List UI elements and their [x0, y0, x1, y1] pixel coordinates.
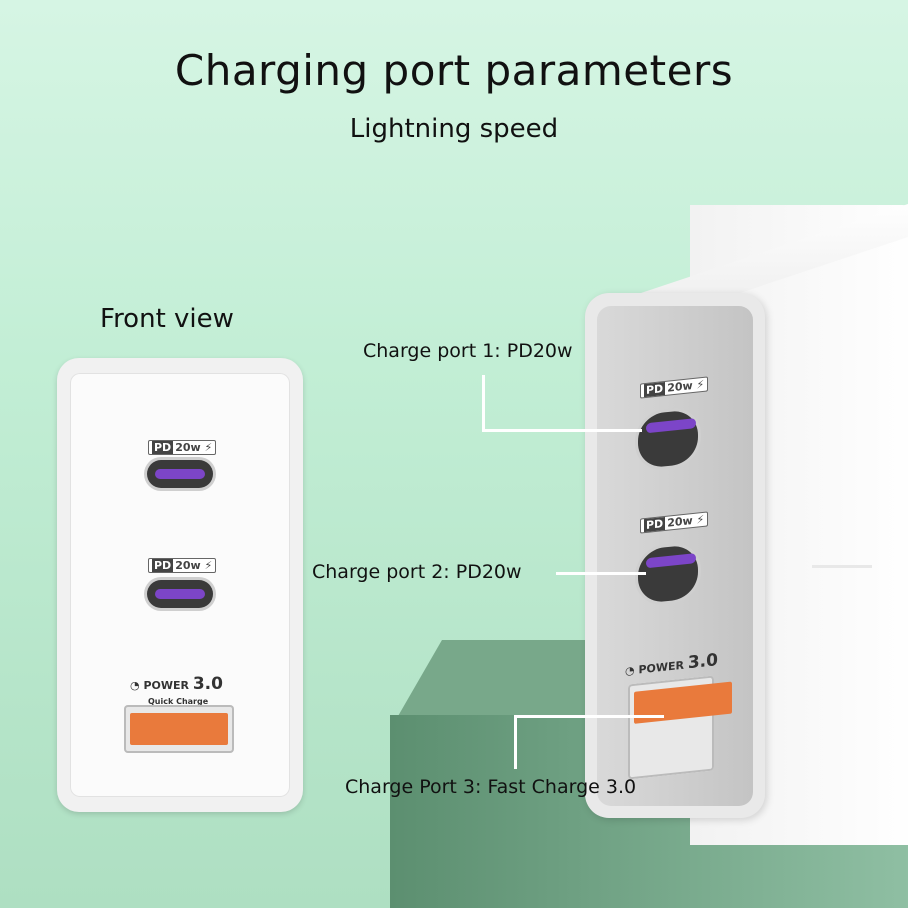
bolt-icon: ⚡ — [696, 512, 705, 527]
quick-charge-icon: ◔ — [130, 679, 140, 692]
front-view-label: Front view — [100, 304, 234, 334]
qc-version: 3.0 — [192, 674, 223, 694]
pd-badge-prefix: PD — [644, 381, 666, 398]
usb-c-port-2 — [147, 580, 213, 608]
usb-a-port — [124, 705, 234, 753]
usb-c-port-1 — [147, 460, 213, 488]
pd-badge-prefix: PD — [152, 441, 174, 454]
callout-port-2: Charge port 2: PD20w — [312, 561, 522, 583]
bolt-icon: ⚡ — [696, 377, 705, 392]
pd-badge-value: 20w — [175, 559, 201, 572]
bolt-icon: ⚡ — [204, 559, 213, 572]
pd-badge-value: 20w — [667, 379, 693, 395]
callout-line-1-vertical — [482, 375, 485, 431]
pd-badge-prefix: PD — [644, 516, 666, 533]
page-subtitle: Lightning speed — [349, 114, 559, 144]
callout-line-3-horizontal — [514, 715, 664, 718]
angled-usb-a-port — [628, 675, 714, 780]
quick-charge-badge: ◔ POWER 3.0 Quick Charge — [130, 674, 223, 707]
callout-port-1: Charge port 1: PD20w — [363, 340, 573, 362]
callout-line-2 — [556, 572, 646, 575]
pd-badge-value: 20w — [175, 441, 201, 454]
callout-port-3: Charge Port 3: Fast Charge 3.0 — [345, 776, 637, 798]
side-bolt-mark — [812, 565, 872, 568]
pd-badge-prefix: PD — [152, 559, 174, 572]
page-title: Charging port parameters — [174, 46, 734, 95]
bolt-icon: ⚡ — [204, 441, 213, 454]
qc-power-text: POWER — [143, 679, 189, 692]
qc-version: 3.0 — [687, 650, 718, 674]
qc-power-text: POWER — [638, 658, 684, 677]
callout-line-1-horizontal — [482, 429, 642, 432]
qc-subtext: Quick Charge — [148, 697, 209, 706]
quick-charge-icon: ◔ — [625, 663, 635, 678]
pd-badge-value: 20w — [667, 514, 693, 530]
callout-line-3-vertical — [514, 717, 517, 769]
